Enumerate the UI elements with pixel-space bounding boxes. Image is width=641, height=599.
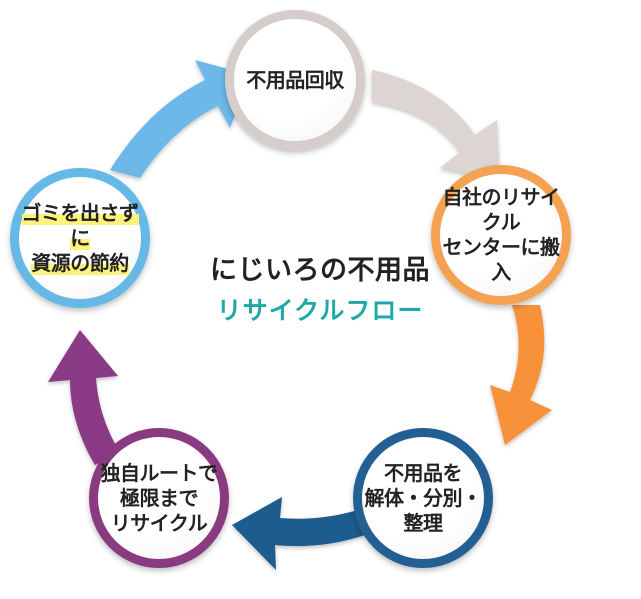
step-node-collection: 不用品回収 xyxy=(225,10,365,150)
arrow-step-5 xyxy=(110,60,250,178)
arrow-step-4 xyxy=(48,330,120,465)
arrow-step-2 xyxy=(490,305,552,445)
step-label-resource-saving: ゴミを出さずに 資源の節約 xyxy=(19,200,141,276)
step-label-transport: 自社のリサイクル センターに搬入 xyxy=(442,185,561,284)
highlighted-text: ゴミを出さずに 資源の節約 xyxy=(21,200,139,275)
step-label-sorting: 不用品を 解体・分別・整理 xyxy=(364,460,483,535)
diagram-title: にじいろの不用品 リサイクルフロー xyxy=(175,248,465,327)
step-node-transport: 自社のリサイクル センターに搬入 xyxy=(431,165,571,305)
step-node-recycle: 独自ルートで 極限まで リサイクル xyxy=(89,428,229,568)
step-label-recycle: 独自ルートで 極限まで リサイクル xyxy=(100,460,219,535)
step-label-collection: 不用品回収 xyxy=(246,67,344,92)
arrow-step-1 xyxy=(372,70,500,180)
diagram-title-sub: リサイクルフロー xyxy=(216,296,424,325)
diagram-title-main: にじいろの不用品 xyxy=(210,255,430,286)
step-node-resource-saving: ゴミを出さずに 資源の節約 xyxy=(10,168,150,308)
step-node-sorting: 不用品を 解体・分別・整理 xyxy=(353,428,493,568)
arrow-step-3 xyxy=(232,497,365,570)
